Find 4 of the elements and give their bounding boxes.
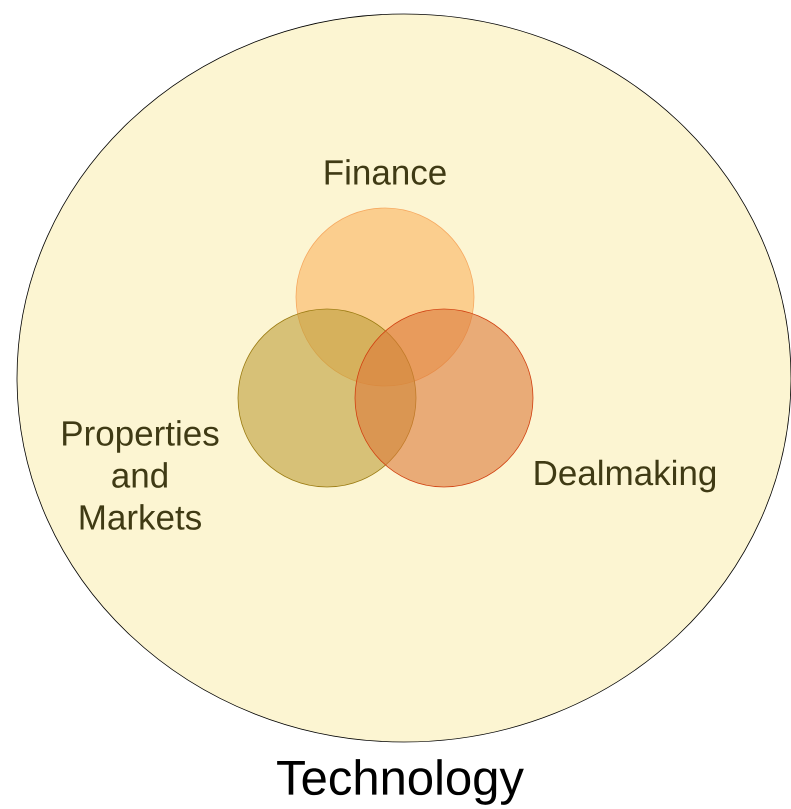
circle-label: Finance xyxy=(326,159,446,185)
circle-label: Technology xyxy=(277,759,524,805)
circle-label: Dealmaking xyxy=(535,460,716,492)
circle-label: Properties and Markets xyxy=(63,420,218,530)
